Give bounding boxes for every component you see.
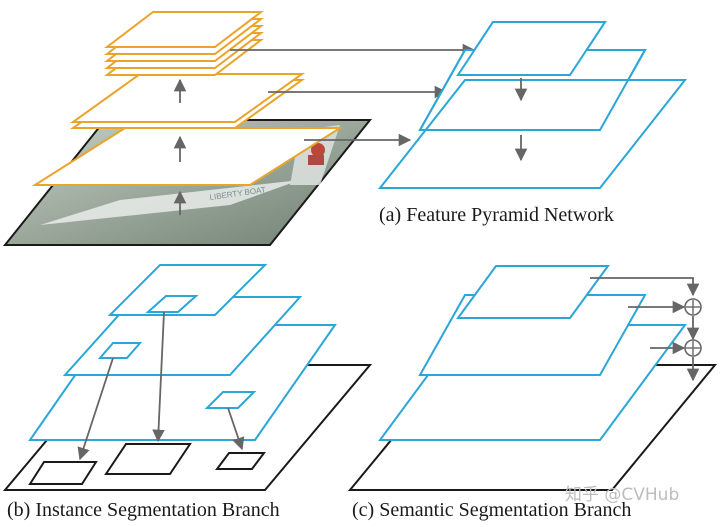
watermark: 知乎 @CVHub [565,485,679,505]
roi-arrow-2 [152,311,165,443]
panel-b-instance: (b) Instance Segmentation Branch [2,264,373,521]
panel-a-fpn: LIBERTY BOAT (a) Feature Pyramid Network [2,11,688,246]
roi-arrow-1 [77,357,114,461]
roi-box-p2 [204,391,257,409]
caption-instance: (b) Instance Segmentation Branch [7,499,280,521]
instance-level-p3 [62,296,303,376]
caption-fpn: (a) Feature Pyramid Network [379,204,614,226]
roi-box-p4 [145,295,199,313]
instance-level-p4 [107,264,268,316]
semantic-level-p4 [456,265,610,319]
roi-arrow-3 [227,407,245,451]
backbone-level-c4-stack [104,11,264,76]
pyramid-level-p2 [377,79,688,189]
pyramid-level-p4-overlay [456,21,607,76]
backbone-level-c3-back [69,73,306,123]
mask-box-3 [215,452,266,470]
roi-box-p3 [97,342,143,359]
pyramid-level-p3-overlay [418,49,647,131]
merge-path-p4 [590,277,700,297]
mask-box-2 [104,443,192,475]
mask-box-1 [28,461,98,485]
panel-c-semantic: (c) Semantic Segmentation Branch 知乎 @CVH… [347,265,718,521]
caption-semantic: (c) Semantic Segmentation Branch [352,499,631,521]
sum-node-2 [684,339,702,357]
sum-node-1 [684,298,702,316]
backbone-level-c2 [31,127,344,186]
